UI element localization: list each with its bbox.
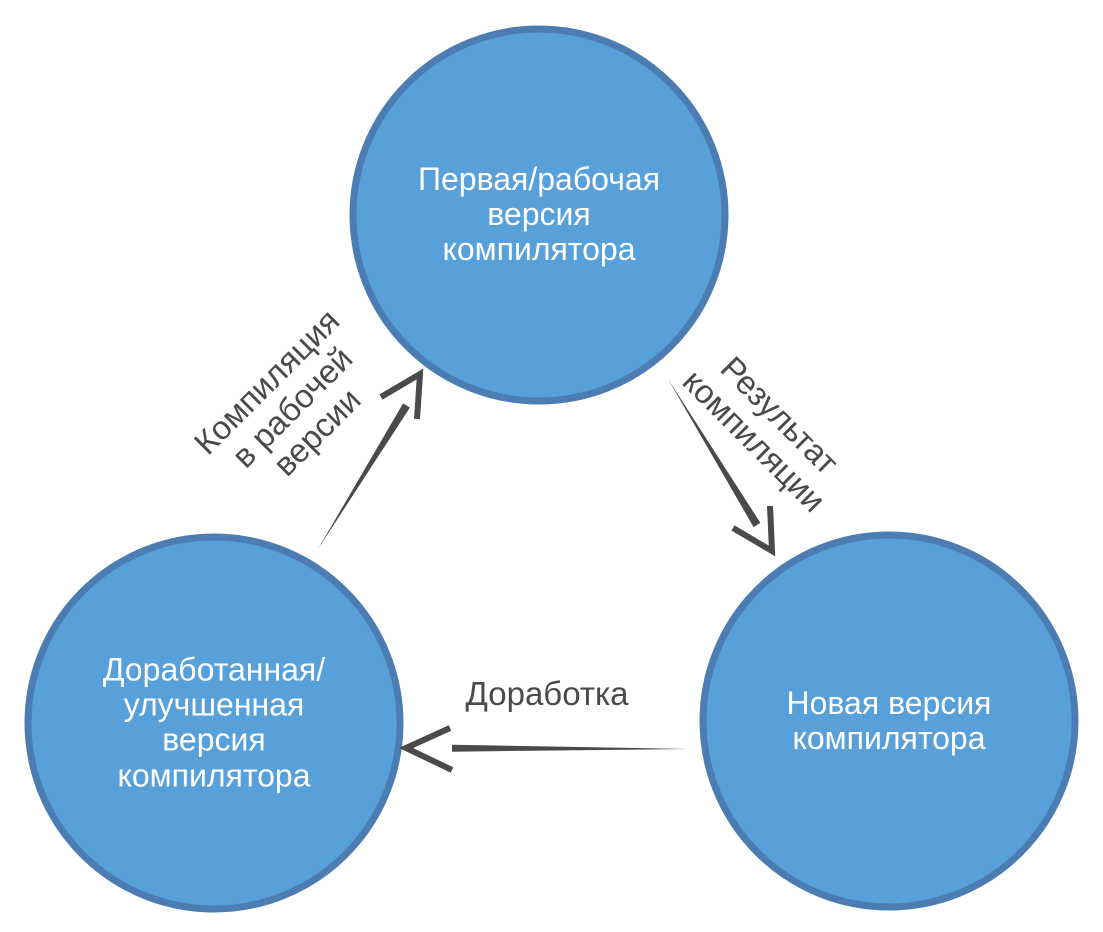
arrow-shaft [318,403,410,549]
node-circle-improved-version [24,533,404,913]
arrow-compilation-in-working-version [318,368,424,549]
arrow-head [731,505,776,557]
node-circle-new-version [699,531,1079,911]
arrow-head [379,368,424,420]
arrow-head [398,725,454,773]
arrow-refinement [398,725,689,773]
arrow-shaft [668,379,761,528]
node-circle-first-working-version [349,25,729,405]
arrow-shaft [452,744,689,752]
arrow-compilation-result [668,379,776,557]
